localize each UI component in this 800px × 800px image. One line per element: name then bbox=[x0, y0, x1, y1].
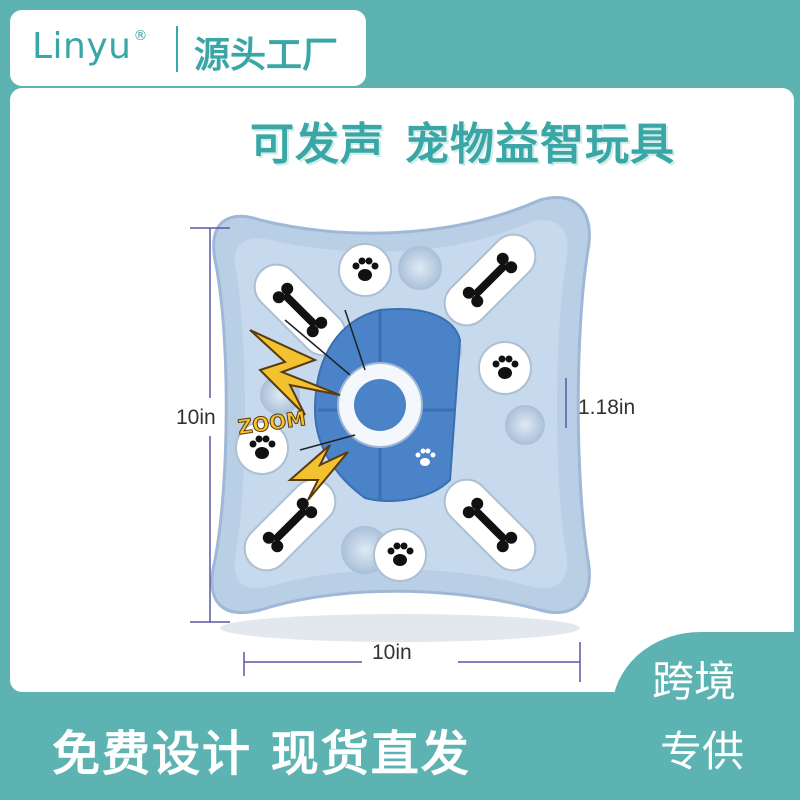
bone-slider bbox=[243, 478, 337, 572]
badge-line-1: 跨境 bbox=[652, 657, 737, 706]
height-dimension-label: 10in bbox=[176, 406, 216, 429]
brand-name: Linyu® bbox=[32, 26, 148, 67]
motion-line bbox=[344, 309, 366, 371]
width-dimension-label: 10in bbox=[372, 641, 412, 664]
footer-slogan: 免费设计 现货直发 bbox=[52, 726, 471, 782]
registered-mark: ® bbox=[133, 28, 148, 44]
motion-line bbox=[299, 434, 356, 451]
toy-hole bbox=[505, 405, 545, 445]
motion-line bbox=[284, 319, 351, 376]
paw-button bbox=[373, 528, 427, 582]
bone-slider bbox=[443, 478, 537, 572]
toy-hole bbox=[398, 246, 442, 290]
center-spinner bbox=[313, 308, 462, 502]
brand-tagline: 源头工厂 bbox=[194, 35, 339, 76]
product-headline: 可发声宠物益智玩具 bbox=[250, 108, 675, 172]
brand-divider bbox=[176, 26, 178, 72]
badge-line-2: 专供 bbox=[660, 727, 745, 776]
paw-button bbox=[478, 341, 532, 395]
puzzle-toy-illustration: ZOOM bbox=[210, 195, 591, 642]
lightning-bolt-icon bbox=[287, 444, 349, 501]
headline-part-1: 可发声 bbox=[250, 119, 385, 170]
paw-button bbox=[338, 243, 392, 297]
paw-button bbox=[235, 421, 289, 475]
lightning-bolt-icon bbox=[249, 329, 341, 416]
toy-shadow bbox=[220, 614, 580, 642]
paw-print-icon bbox=[415, 448, 436, 466]
bone-slider bbox=[443, 233, 537, 327]
bone-slider bbox=[253, 263, 347, 357]
cross-border-badge bbox=[612, 632, 796, 796]
brand-badge: Linyu® 源头工厂 bbox=[10, 10, 366, 86]
depth-dimension-label: 1.18in bbox=[578, 396, 636, 419]
headline-part-2: 宠物益智玩具 bbox=[405, 119, 675, 170]
